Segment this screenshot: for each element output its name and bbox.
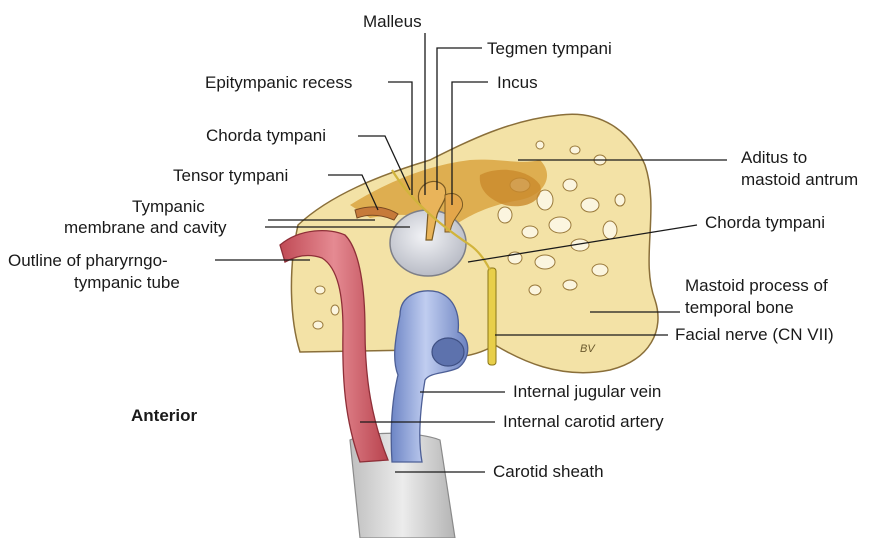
label-mastoid-line2: temporal bone [685, 297, 794, 318]
label-tensor-tympani: Tensor tympani [173, 165, 288, 186]
label-tympanic-line1: Tympanic [132, 196, 205, 217]
label-internal-carotid-artery: Internal carotid artery [503, 411, 664, 432]
artist-signature: BV [580, 343, 596, 355]
label-chorda-tympani-left: Chorda tympani [206, 125, 326, 146]
label-aditus-line2: mastoid antrum [741, 169, 858, 190]
label-tegmen-tympani: Tegmen tympani [487, 38, 612, 59]
label-outline-line2: tympanic tube [74, 272, 180, 293]
label-internal-jugular-vein: Internal jugular vein [513, 381, 661, 402]
facial-nerve [488, 268, 496, 365]
label-carotid-sheath: Carotid sheath [493, 461, 604, 482]
label-mastoid-line1: Mastoid process of [685, 275, 828, 296]
label-tympanic-line2: membrane and cavity [64, 217, 227, 238]
label-anterior: Anterior [131, 405, 197, 426]
label-chorda-tympani-right: Chorda tympani [705, 212, 825, 233]
jugular-bulb-opening [432, 338, 464, 366]
label-incus: Incus [497, 72, 538, 93]
label-facial-nerve: Facial nerve (CN VII) [675, 324, 834, 345]
label-epitympanic-recess: Epitympanic recess [205, 72, 352, 93]
label-outline-line1: Outline of pharyrngo- [8, 250, 168, 271]
label-aditus-line1: Aditus to [741, 147, 807, 168]
label-malleus: Malleus [363, 11, 422, 32]
